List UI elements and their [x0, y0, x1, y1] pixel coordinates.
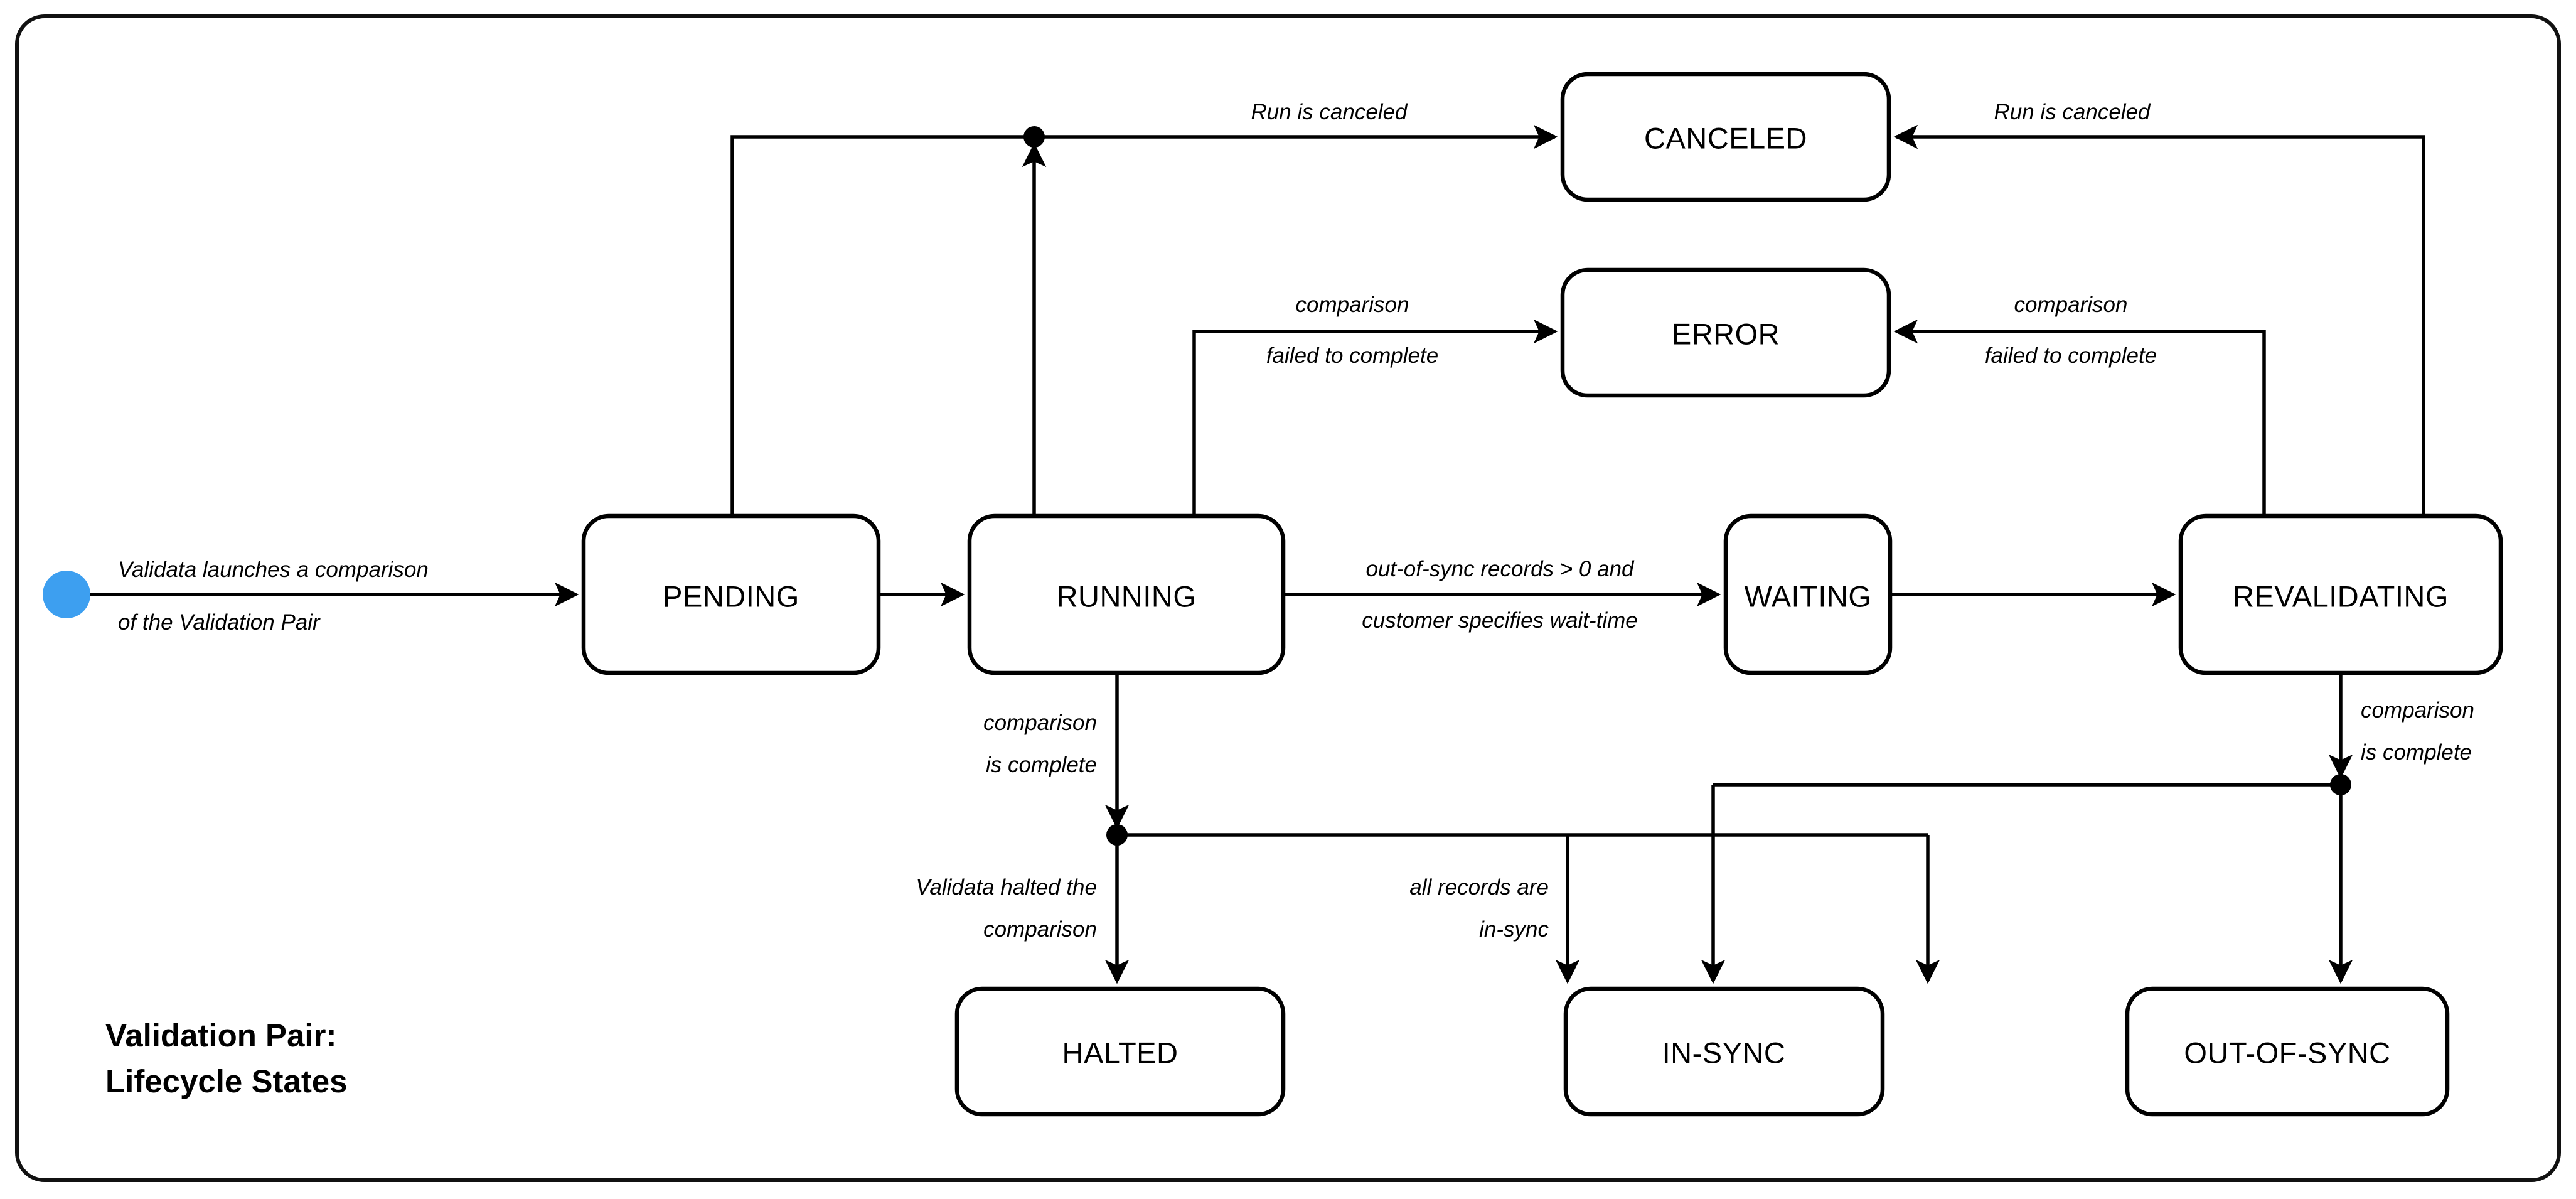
edge-label-complete-right-line2: is complete: [2361, 740, 2472, 765]
state-in-sync-label: IN-SYNC: [1662, 1036, 1786, 1070]
edge-label-halted-line1: Validata halted the: [916, 875, 1097, 900]
edge-label-start-line1: Validata launches a comparison: [118, 557, 429, 582]
state-revalidating-label: REVALIDATING: [2233, 580, 2449, 613]
edge-revalidating-to-canceled: [1893, 124, 2425, 516]
edge-running-to-error: [1192, 319, 1558, 516]
diagram-title-line2: Lifecycle States: [105, 1063, 348, 1099]
state-revalidating[interactable]: REVALIDATING: [2178, 513, 2503, 675]
edge-label-waiting-line1: out-of-sync records > 0 and: [1365, 557, 1635, 581]
edge-label-halted-line2: comparison: [983, 917, 1097, 942]
edge-label-start-line2: of the Validation Pair: [118, 610, 321, 635]
junction-cancel: [1023, 126, 1045, 148]
state-halted-label: HALTED: [1062, 1036, 1178, 1070]
state-error[interactable]: ERROR: [1560, 267, 1891, 398]
start-node: [43, 571, 90, 618]
diagram-title-line1: Validation Pair:: [105, 1018, 336, 1053]
edge-label-cancel-left: Run is canceled: [1251, 100, 1408, 124]
junction-revalidating-complete: [2330, 774, 2351, 795]
state-pending-label: PENDING: [663, 580, 799, 613]
edge-label-complete-right-line1: comparison: [2361, 698, 2474, 723]
state-canceled[interactable]: CANCELED: [1560, 72, 1891, 202]
state-running[interactable]: RUNNING: [967, 513, 1286, 675]
state-in-sync[interactable]: IN-SYNC: [1563, 986, 1885, 1117]
edge-revalidating-to-error: [1893, 319, 2266, 516]
edge-label-complete-left-line2: is complete: [986, 753, 1097, 777]
edge-label-cancel-right: Run is canceled: [1994, 100, 2151, 124]
diagram-frame: [15, 14, 2561, 1182]
state-error-label: ERROR: [1672, 318, 1780, 351]
junction-running-complete: [1106, 824, 1128, 846]
edge-label-insync-line2: in-sync: [1479, 917, 1549, 942]
state-waiting-label: WAITING: [1745, 580, 1872, 613]
state-halted[interactable]: HALTED: [954, 986, 1286, 1117]
edge-label-error-left-line1: comparison: [1296, 293, 1409, 317]
state-canceled-label: CANCELED: [1644, 122, 1807, 155]
state-out-of-sync[interactable]: OUT-OF-SYNC: [2125, 986, 2450, 1117]
edge-label-insync-line1: all records are: [1409, 875, 1549, 900]
edge-label-error-right-line2: failed to complete: [1985, 343, 2157, 368]
state-waiting[interactable]: WAITING: [1723, 513, 1893, 675]
edge-label-error-left-line2: failed to complete: [1266, 343, 1438, 368]
state-pending[interactable]: PENDING: [581, 513, 881, 675]
edge-label-waiting-line2: customer specifies wait-time: [1362, 608, 1638, 633]
edge-pending-to-cancel-junction: [730, 135, 1029, 516]
edge-label-complete-left-line1: comparison: [983, 711, 1097, 735]
state-running-label: RUNNING: [1057, 580, 1197, 613]
edge-label-error-right-line1: comparison: [2014, 293, 2128, 317]
state-out-of-sync-label: OUT-OF-SYNC: [2184, 1036, 2390, 1070]
